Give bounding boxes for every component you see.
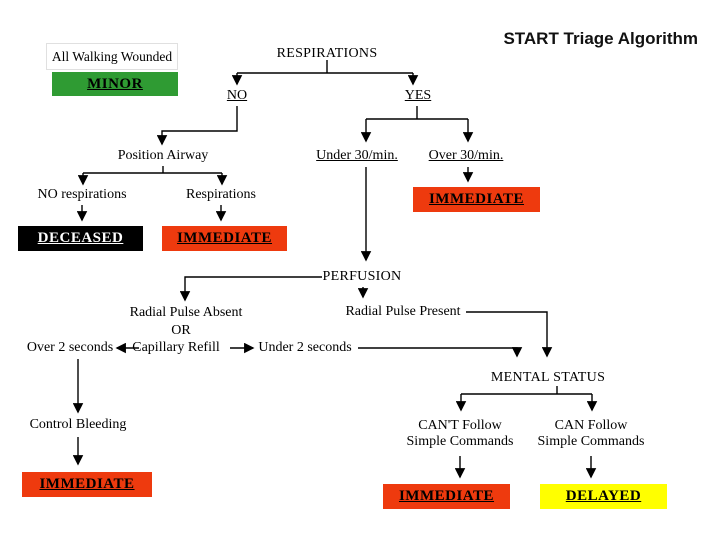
node-over-2-seconds: Over 2 seconds: [26, 340, 114, 355]
node-under-30-min: Under 30/min.: [316, 148, 398, 163]
node-control-bleeding: Control Bleeding: [29, 417, 127, 432]
node-immediate-airway-box: IMMEDIATE: [162, 226, 287, 251]
page-title: START Triage Algorithm: [503, 29, 698, 48]
node-respirations-present: Respirations: [186, 187, 256, 202]
node-perfusion: PERFUSION: [322, 269, 402, 284]
can-follow-line2: Simple Commands: [537, 434, 645, 449]
immediate-bleeding-label: IMMEDIATE: [39, 476, 135, 492]
node-over-30-min: Over 30/min.: [428, 148, 504, 163]
edge-no-to-position-airway: [156, 106, 238, 146]
node-or: OR: [171, 323, 191, 338]
cant-follow-line1: CAN'T Follow: [418, 418, 502, 433]
node-deceased-box: DECEASED: [18, 226, 143, 251]
edge-under-2s-to-mental-status: [358, 347, 523, 358]
node-yes: YES: [404, 88, 432, 103]
node-no-respirations: NO respirations: [37, 187, 127, 202]
immediate-mental-label: IMMEDIATE: [398, 488, 495, 504]
node-cant-follow-commands: CAN'T Follow Simple Commands: [407, 418, 514, 450]
node-radial-pulse-present: Radial Pulse Present: [345, 304, 461, 319]
node-delayed-box: DELAYED: [540, 484, 667, 509]
node-mental-status: MENTAL STATUS: [490, 370, 606, 385]
node-no: NO: [226, 88, 248, 103]
node-position-airway: Position Airway: [117, 148, 209, 163]
delayed-label: DELAYED: [565, 488, 642, 504]
node-immediate-mental-box: IMMEDIATE: [383, 484, 510, 509]
immediate-breathing-label: IMMEDIATE: [428, 191, 525, 207]
node-all-walking-wounded: All Walking Wounded: [46, 43, 178, 70]
cant-follow-line2: Simple Commands: [406, 434, 514, 449]
node-radial-pulse-absent: Radial Pulse Absent: [129, 305, 243, 320]
edge-pulse-present-to-mental-status: [466, 311, 553, 358]
node-can-follow-commands: CAN Follow Simple Commands: [538, 418, 645, 450]
node-respirations: RESPIRATIONS: [276, 46, 378, 61]
immediate-airway-label: IMMEDIATE: [176, 230, 273, 246]
deceased-label: DECEASED: [37, 230, 124, 246]
minor-label: MINOR: [87, 75, 143, 92]
node-immediate-breathing-box: IMMEDIATE: [413, 187, 540, 212]
node-under-2-seconds: Under 2 seconds: [258, 340, 352, 355]
can-follow-line1: CAN Follow: [554, 418, 628, 433]
node-minor-box: MINOR: [52, 72, 178, 96]
edge-perfusion-to-pulse-absent: [179, 276, 322, 302]
node-immediate-bleeding-box: IMMEDIATE: [22, 472, 152, 497]
node-capillary-refill: Capillary Refill: [132, 340, 220, 355]
